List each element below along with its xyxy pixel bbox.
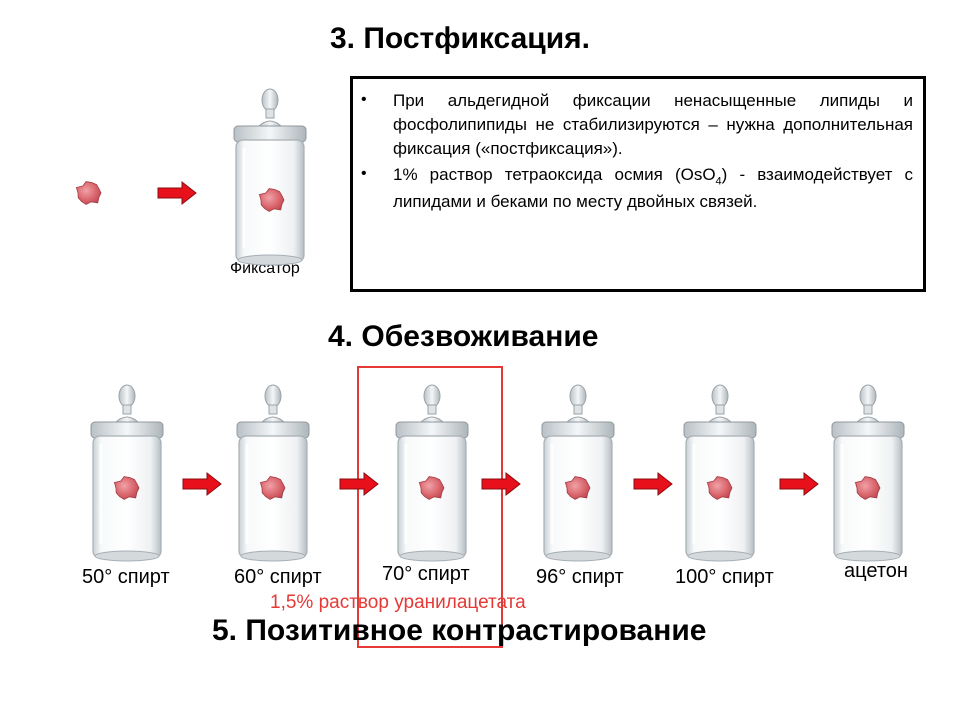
section3-title: 3. Постфиксация. [330, 22, 590, 55]
step-label-70: 70° спирт [382, 563, 470, 585]
tissue-sample-60 [259, 476, 286, 500]
tissue-sample-acetone [854, 476, 881, 500]
tissue-sample-initial [75, 181, 102, 205]
bullet-2-subscript: 4 [715, 175, 722, 188]
jar-50 [90, 384, 164, 562]
arrow-step-2 [339, 471, 379, 497]
tissue-sample-fixator [258, 188, 285, 212]
tissue-sample-50 [113, 476, 140, 500]
tissue-sample-96 [564, 476, 591, 500]
arrow-step-3 [481, 471, 521, 497]
info-bullet-1: • При альдегидной фиксации ненасыщенные … [361, 89, 913, 161]
info-bullet-2: • 1% раствор тетраоксида осмия (OsO4) - … [361, 163, 913, 214]
step-label-100: 100° спирт [675, 566, 774, 588]
jar-96 [541, 384, 615, 562]
bullet-2-text: 1% раствор тетраоксида осмия (OsO4) - вз… [393, 163, 913, 214]
section5-title: 5. Позитивное контрастирование [212, 614, 707, 647]
bullet-marker: • [361, 165, 367, 183]
jar-70 [395, 384, 469, 562]
arrow-to-fixator [157, 180, 197, 206]
tissue-sample-70 [418, 476, 445, 500]
bullet-2-part2: ) - взаимодействует с липидами и беками … [393, 165, 913, 212]
section4-title: 4. Обезвоживание [328, 320, 599, 353]
postfixation-info-box: • При альдегидной фиксации ненасыщенные … [350, 76, 926, 292]
tissue-sample-100 [706, 476, 733, 500]
bullet-2-part1: 1% раствор тетраоксида осмия (OsO [393, 165, 716, 185]
highlight-frame [357, 366, 503, 648]
jar-100 [683, 384, 757, 562]
jar-60 [236, 384, 310, 562]
arrow-step-4 [633, 471, 673, 497]
bullet-1-text: При альдегидной фиксации ненасыщенные ли… [393, 91, 913, 159]
step-label-60: 60° спирт [234, 566, 322, 588]
uranyl-acetate-label: 1,5% раствор уранилацетата [270, 592, 526, 613]
jar-acetone [831, 384, 905, 562]
arrow-step-5 [779, 471, 819, 497]
step-label-50: 50° спирт [82, 566, 170, 588]
step-label-96: 96° спирт [536, 566, 624, 588]
fixator-jar [233, 88, 307, 266]
bullet-marker: • [361, 91, 367, 108]
arrow-step-1 [182, 471, 222, 497]
step-label-acetone: ацетон [844, 560, 908, 582]
